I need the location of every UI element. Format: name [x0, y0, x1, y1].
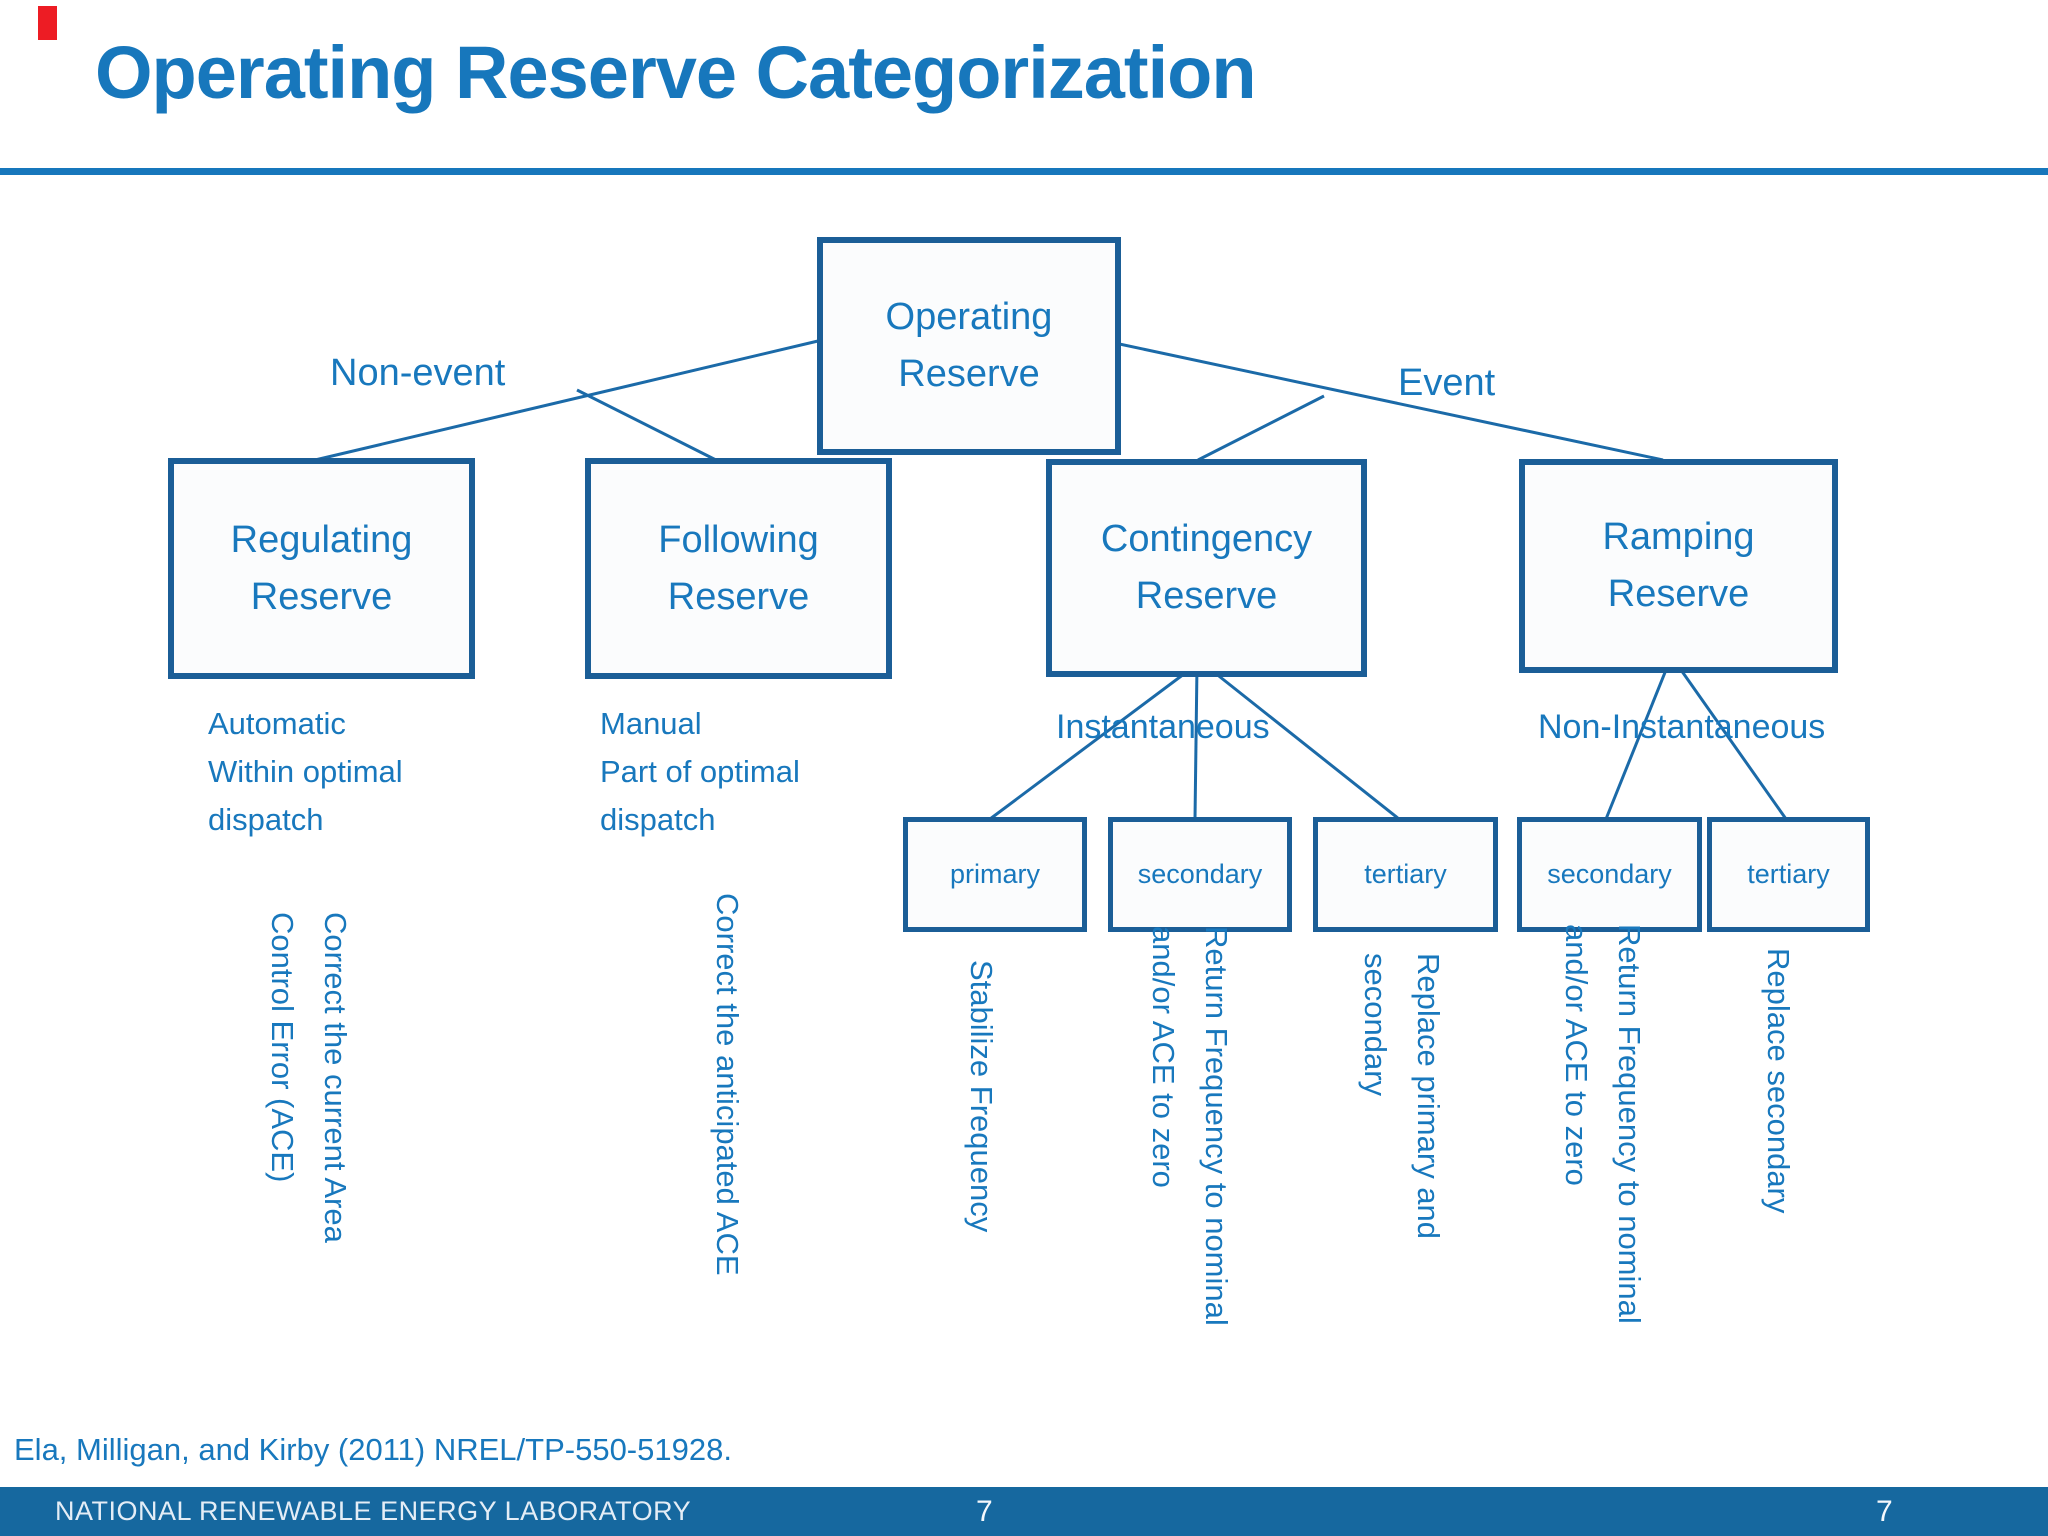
title-divider	[0, 168, 2048, 175]
footer-bar: NATIONAL RENEWABLE ENERGY LABORATORY 7 7	[0, 1487, 2048, 1536]
leaf-ramping-tertiary-label: tertiary	[1747, 859, 1830, 889]
note-non-instantaneous: Non-Instantaneous	[1538, 708, 1826, 746]
node-operating-reserve-label: Operating Reserve	[885, 296, 1053, 395]
note-following: Manual Part of optimal dispatch	[600, 700, 860, 844]
node-regulating-reserve: Regulating Reserve	[168, 458, 475, 679]
detail-contingency-secondary-line2: and/or ACE to zero	[1146, 926, 1181, 1188]
line-ramping-tertiary	[1672, 659, 1788, 820]
leaf-ramping-secondary-label: secondary	[1547, 859, 1672, 889]
branch-label-non-event: Non-event	[330, 352, 506, 394]
line-contingency-tertiary	[1204, 663, 1400, 821]
node-ramping-reserve: Ramping Reserve	[1519, 459, 1838, 673]
red-capture-marker	[38, 6, 57, 40]
line-contingency-secondary	[1193, 664, 1199, 820]
detail-ramping-secondary: Return Frequency to nominal and/or ACE t…	[1550, 924, 1656, 1484]
detail-ramping-tertiary: Replace secondary	[1752, 948, 1805, 1508]
note-regulating-line1: Automatic	[208, 706, 346, 741]
detail-contingency-secondary: Return Frequency to nominal and/or ACE t…	[1137, 926, 1243, 1486]
detail-following-line1: Correct the anticipated ACE	[710, 893, 745, 1276]
detail-contingency-tertiary: Replace primary and secondary	[1349, 953, 1455, 1513]
detail-following: Correct the anticipated ACE	[701, 893, 754, 1453]
detail-regulating: Correct the current Area Control Error (…	[256, 912, 362, 1472]
leaf-primary: primary	[903, 817, 1087, 932]
leaf-contingency-secondary: secondary	[1108, 817, 1292, 932]
node-following-reserve: Following Reserve	[585, 458, 892, 679]
detail-ramping-tertiary-line1: Replace secondary	[1761, 948, 1796, 1214]
node-contingency-reserve: Contingency Reserve	[1046, 459, 1367, 677]
node-ramping-reserve-label: Ramping Reserve	[1602, 516, 1755, 615]
line-operating-ramping	[1109, 340, 1664, 462]
detail-primary: Stabilize Frequency	[955, 960, 1008, 1520]
line-event-contingency	[1197, 394, 1325, 462]
note-instantaneous: Instantaneous	[1056, 708, 1270, 746]
page-number-right: 7	[1876, 1494, 1893, 1528]
line-ramping-secondary	[1604, 659, 1672, 820]
node-following-reserve-label: Following Reserve	[658, 518, 819, 618]
line-nonevent-following	[576, 388, 717, 462]
note-following-line1: Manual	[600, 706, 702, 741]
node-contingency-reserve-label: Contingency Reserve	[1100, 518, 1313, 617]
citation: Ela, Milligan, and Kirby (2011) NREL/TP-…	[14, 1432, 732, 1467]
detail-contingency-secondary-line1: Return Frequency to nominal	[1199, 926, 1234, 1326]
detail-regulating-line1: Correct the current Area	[318, 912, 353, 1243]
footer-org-name: NATIONAL RENEWABLE ENERGY LABORATORY	[55, 1496, 692, 1526]
detail-regulating-line2: Control Error (ACE)	[265, 912, 300, 1183]
leaf-contingency-secondary-label: secondary	[1137, 859, 1263, 889]
leaf-contingency-tertiary-label: tertiary	[1364, 859, 1447, 889]
detail-ramping-secondary-line2: and/or ACE to zero	[1559, 924, 1594, 1186]
note-regulating-line2: Within optimal	[208, 754, 403, 789]
note-following-line2: Part of optimal	[600, 754, 800, 789]
detail-contingency-tertiary-line1: Replace primary and	[1411, 953, 1446, 1240]
node-regulating-reserve-label: Regulating Reserve	[230, 518, 413, 618]
detail-primary-line1: Stabilize Frequency	[964, 960, 999, 1233]
line-contingency-primary	[989, 663, 1197, 821]
detail-contingency-tertiary-line2: secondary	[1358, 953, 1393, 1097]
branch-label-event: Event	[1398, 362, 1496, 404]
leaf-contingency-tertiary: tertiary	[1313, 817, 1498, 932]
note-regulating: Automatic Within optimal dispatch	[208, 700, 468, 844]
detail-ramping-secondary-line1: Return Frequency to nominal	[1612, 924, 1647, 1324]
leaf-ramping-tertiary: tertiary	[1707, 817, 1870, 932]
page-number-center: 7	[976, 1494, 993, 1528]
node-operating-reserve: Operating Reserve	[817, 237, 1121, 455]
leaf-ramping-secondary: secondary	[1517, 817, 1702, 932]
line-operating-regulating	[314, 339, 819, 462]
note-regulating-line3: dispatch	[208, 802, 324, 837]
note-following-line3: dispatch	[600, 802, 716, 837]
leaf-primary-label: primary	[949, 859, 1040, 889]
slide-title: Operating Reserve Categorization	[95, 31, 1257, 114]
